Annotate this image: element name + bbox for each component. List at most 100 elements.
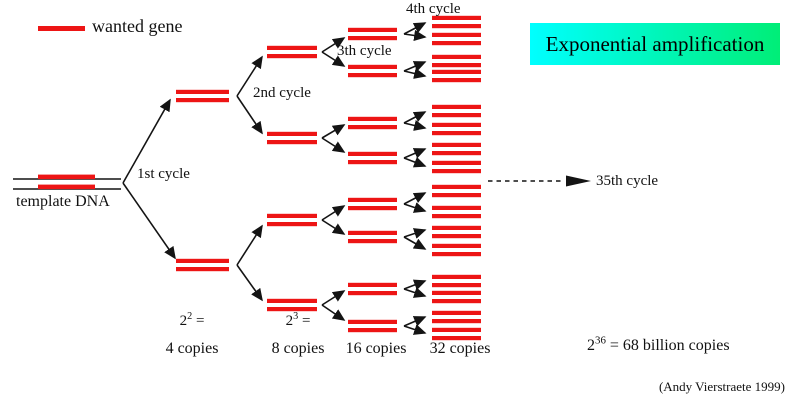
cycle-fork-arrow [403,287,427,298]
dna-copy-strand [176,267,229,272]
cycle-fork-arrow [403,236,427,250]
dna-copy-strand [348,319,397,324]
dna-copy-strand [432,225,481,230]
dna-copy-strand [348,291,397,296]
dna-copy-strand [176,258,229,263]
dna-copy-strand [432,113,481,118]
dna-copy-strand [267,307,317,312]
cycle-fork-arrow [236,264,263,302]
dna-copy-strand [348,160,397,165]
dna-copy-strand [432,131,481,136]
copies-exponent-2: 23 = [285,311,311,329]
cycle-fork-arrow [236,55,263,97]
dna-copy-strand [348,151,397,156]
dna-copy-strand [432,243,481,248]
dna-copy-strand [432,310,481,315]
dna-copy-strand [267,140,317,145]
cycle-fork-arrow [403,279,427,291]
dna-copy-strand [432,32,481,37]
dna-copy-strand [432,122,481,127]
dna-copy-strand [432,205,481,210]
cycle-fork-arrow [122,182,176,260]
dna-copy-strand [348,206,397,211]
cycle-fork-arrow [321,124,346,139]
dna-copy-strand [176,89,229,94]
dna-copy-strand [432,54,481,59]
dna-copy-strand [432,274,481,279]
dna-copy-strand [348,125,397,130]
cycle-35-label: 35th cycle [596,173,659,189]
exponential-amplification-banner: Exponential amplification [530,23,780,65]
dna-copy-strand [432,151,481,156]
dna-copy-strand [432,252,481,257]
dna-copy-strand [432,15,481,20]
cycle-fork-arrow [403,29,427,42]
dna-copy-strand [432,160,481,165]
cycle-fork-arrow [321,290,346,306]
cycle-2-label: 2nd cycle [253,85,311,101]
cycle-fork-arrow [321,137,346,153]
cycle-fork-arrow [122,98,171,184]
dna-copy-strand [348,36,397,41]
copies-count-4: 32 copies [429,340,491,357]
dna-copy-strand [432,63,481,68]
dna-copy-strand [348,27,397,32]
dna-copy-strand [432,78,481,83]
copies-count-2: 8 copies [271,340,325,357]
dna-copy-strand [348,73,397,78]
dashed-arrow-35th-cycle [488,175,591,187]
cycle-fork-arrow [403,324,427,335]
cycle-branches [122,15,481,341]
dna-copy-strand [432,336,481,341]
cycle-3-label: 3th cycle [337,43,392,59]
dna-copy-strand [432,142,481,147]
cycle-1-label: 1st cycle [137,166,190,182]
wanted-gene-swatch-icon [38,26,85,31]
cycle-fork-arrow [321,219,346,235]
template-dna-label: template DNA [16,193,110,210]
cycle-fork-arrow [403,316,427,327]
cycle-fork-arrow [403,111,427,124]
copies-count-1: 4 copies [165,340,219,357]
dna-copy-strand [176,98,229,103]
cycle-fork-arrow [321,304,346,321]
cycle-fork-arrow [403,156,427,168]
cycle-fork-arrow [403,202,427,213]
cycle-fork-arrow [403,22,427,35]
dna-copy-strand [432,234,481,239]
dna-copy-strand [432,283,481,288]
dna-copy-strand [432,319,481,324]
dna-copy-strand [432,69,481,74]
dna-copy-strand [432,184,481,189]
cycle-fork-arrow [403,228,427,239]
dna-copy-strand [267,222,317,227]
result-formula: 236 = 68 billion copies [587,334,730,354]
copies-exponent-1: 22 = [179,311,205,329]
dna-copy-strand [432,193,481,198]
dna-copy-strand [432,169,481,174]
cycle-fork-arrow [403,148,427,159]
dna-copy-strand [432,290,481,295]
dna-copy-strand [267,131,317,136]
banner-label: Exponential amplification [545,31,765,56]
cycle-fork-arrow [236,224,263,266]
dna-copy-strand [348,230,397,235]
cycle-fork-arrow [321,51,346,67]
cycle-fork-arrow [403,68,427,79]
cycle-fork-arrow [403,120,427,131]
dna-copy-strand [267,45,317,50]
credit-label: (Andy Vierstraete 1999) [658,379,785,394]
cycle-4-label: 4th cycle [406,1,461,17]
dna-copy-strand [267,213,317,218]
dna-copy-strand [432,327,481,332]
cycle-fork-arrow [321,205,346,221]
dna-copy-strand [432,299,481,304]
dna-copy-strand [348,239,397,244]
template-dna-strands [13,174,121,190]
dna-copy-strand [348,197,397,202]
cycle-fork-arrow [403,61,427,72]
cycle-fork-arrow [403,192,427,205]
legend-label: wanted gene [92,16,183,36]
dna-copy-strand [432,214,481,219]
